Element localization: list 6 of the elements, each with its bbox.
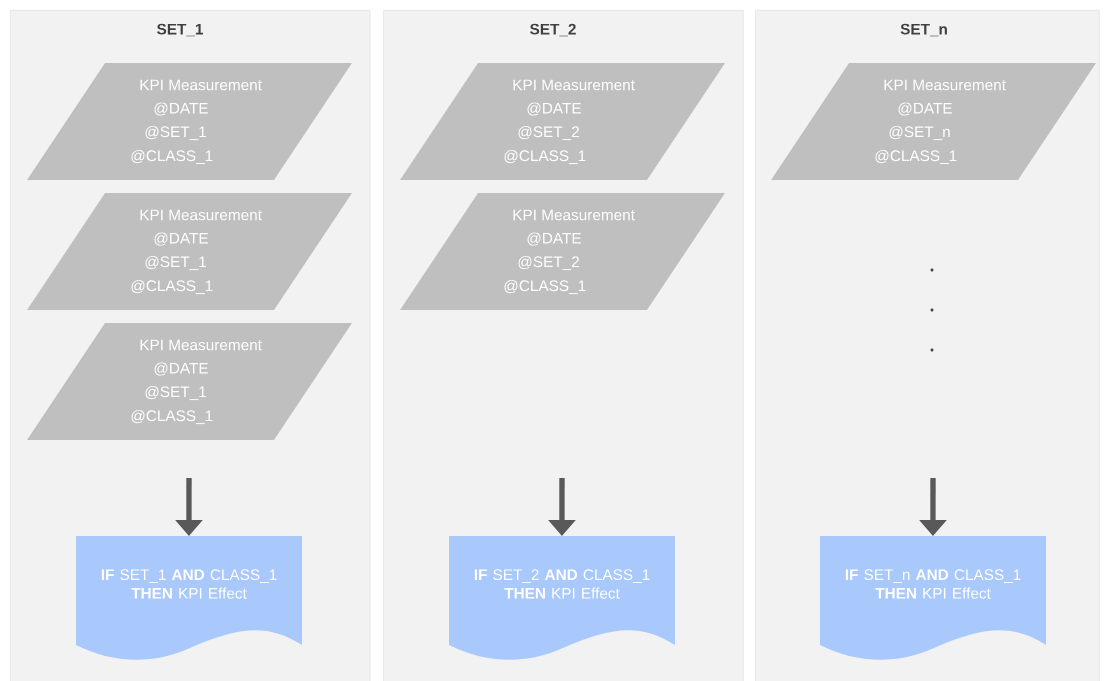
parallelogram: KPI Measurement @DATE @SET_n @CLASS_1 — [771, 63, 1096, 180]
parallelogram: KPI Measurement @DATE @SET_1 @CLASS_1 — [27, 323, 352, 440]
parallelogram: KPI Measurement @DATE @SET_1 @CLASS_1 — [27, 63, 352, 180]
parallelogram: KPI Measurement @DATE @SET_2 @CLASS_1 — [400, 193, 725, 310]
parallelogram: KPI Measurement @DATE @SET_2 @CLASS_1 — [400, 63, 725, 180]
parallelogram: KPI Measurement @DATE @SET_1 @CLASS_1 — [27, 193, 352, 310]
